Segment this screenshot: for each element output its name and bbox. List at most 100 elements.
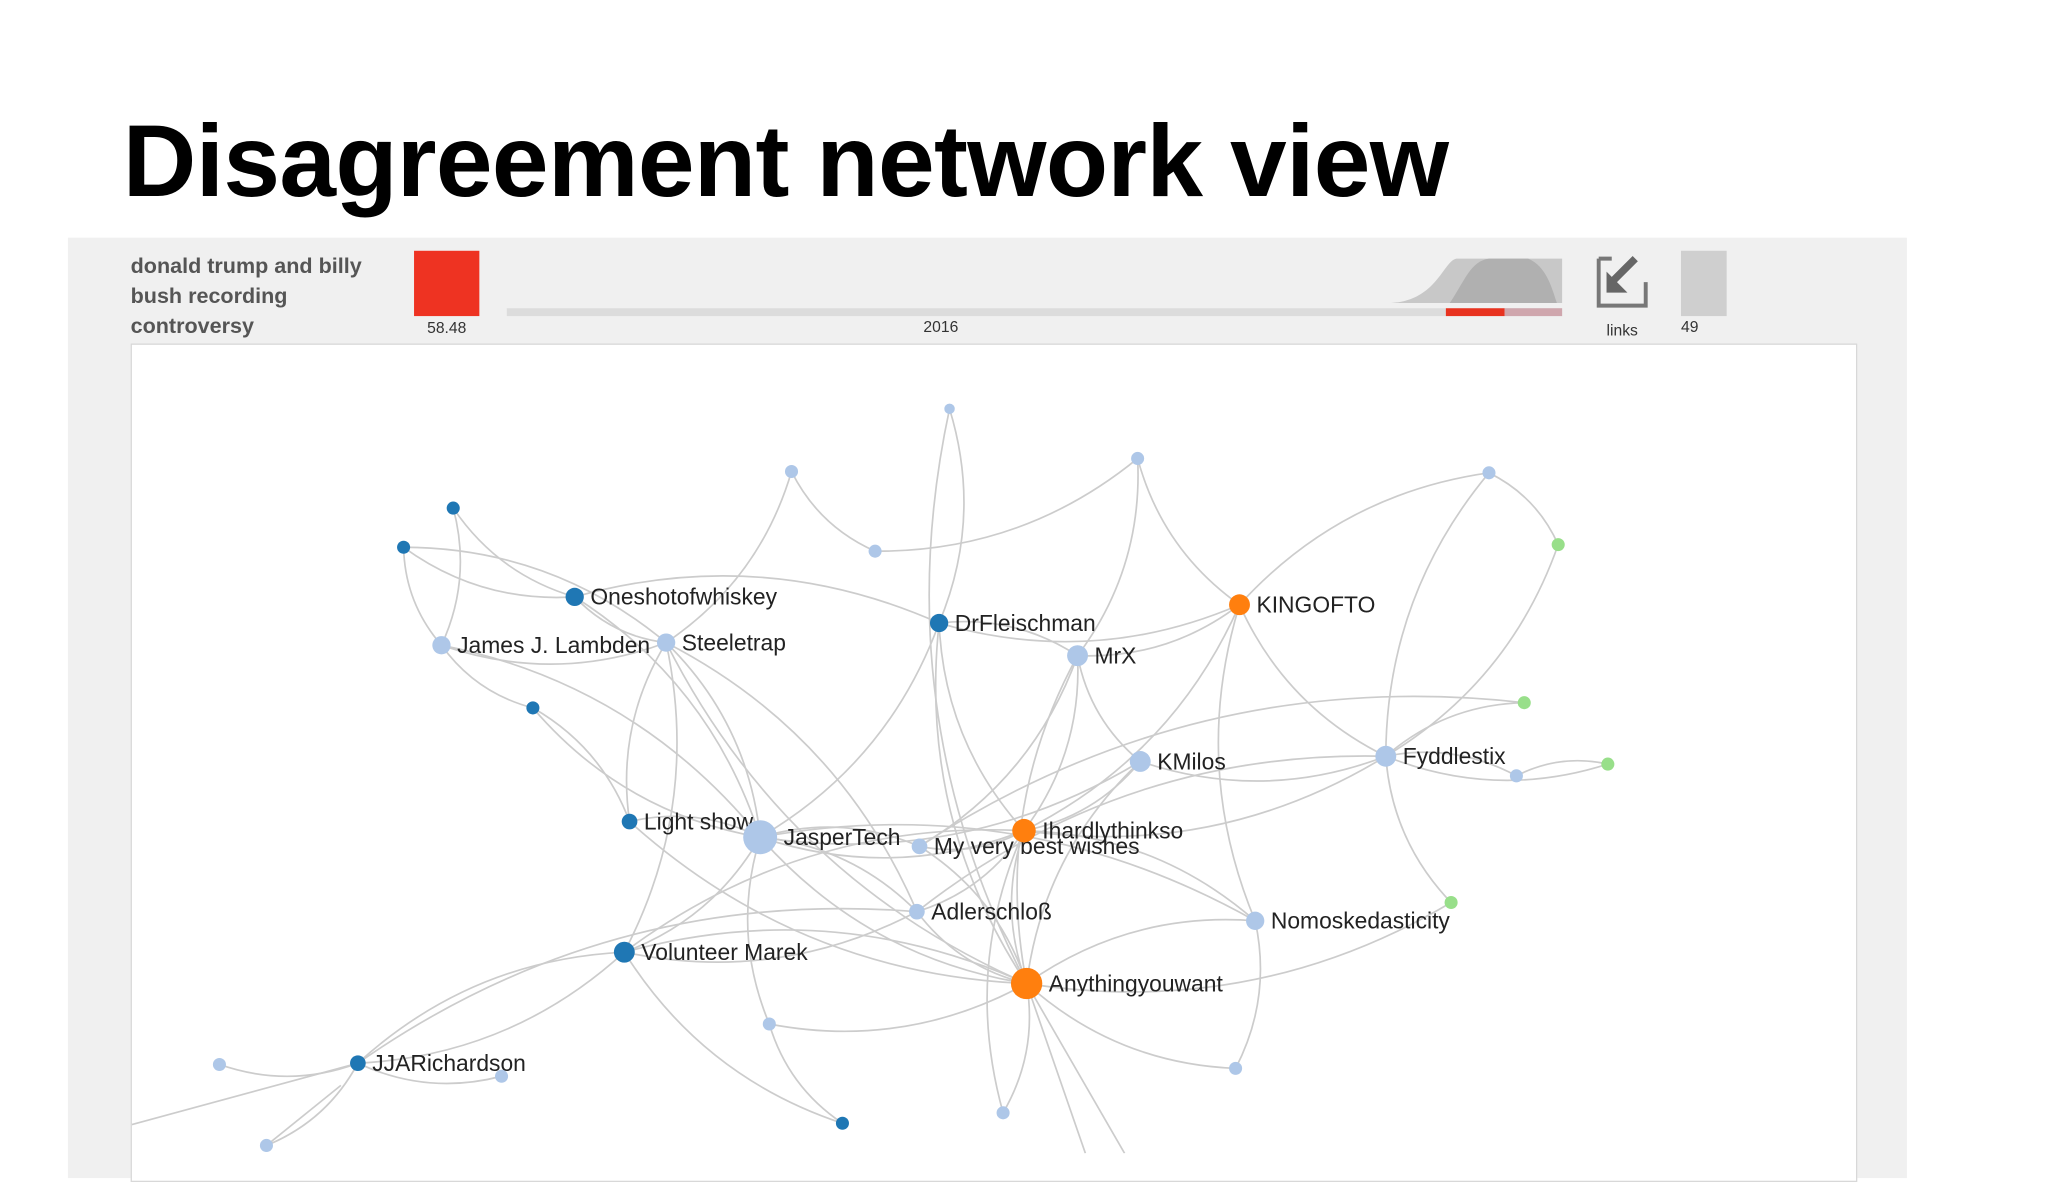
links-label: links [1606, 321, 1638, 340]
network-node[interactable] [446, 501, 460, 515]
network-edge [1384, 756, 1452, 904]
node-label: Adlerschloß [931, 899, 1052, 925]
network-edge [1023, 604, 1241, 832]
network-node[interactable] [1509, 769, 1523, 783]
network-node[interactable] [1444, 895, 1458, 910]
network-node[interactable] [495, 1069, 509, 1083]
network-node[interactable] [259, 1138, 273, 1152]
network-edge [1023, 760, 1141, 832]
network-edge [665, 642, 762, 838]
network-node[interactable] [1517, 696, 1531, 710]
network-edge [938, 622, 1025, 832]
network-edge [938, 603, 1240, 643]
network-edge [532, 707, 631, 822]
network-edge [759, 829, 1025, 859]
network-node[interactable] [397, 540, 411, 554]
network-edge [1025, 760, 1141, 984]
network-edge [441, 641, 667, 665]
network-edge [1384, 472, 1490, 757]
node-label: Oneshotofwhiskey [590, 584, 777, 610]
network-edge [357, 1062, 502, 1085]
network-edge [1385, 751, 1517, 777]
network-node[interactable] [868, 544, 882, 558]
network-edge [1010, 830, 1028, 984]
network-node[interactable] [1482, 466, 1496, 480]
network-node[interactable] [656, 633, 676, 652]
node-label: DrFleischman [955, 610, 1096, 636]
network-edge [1076, 458, 1139, 657]
network-edge [790, 471, 876, 552]
network-edge [441, 644, 761, 838]
node-label: Nomoskedasticity [1271, 908, 1451, 934]
network-node[interactable] [1375, 745, 1397, 767]
network-node[interactable] [996, 1106, 1010, 1120]
node-label: Steeletrap [682, 629, 786, 655]
network-edge [916, 830, 1025, 913]
count-label: 49 [1680, 317, 1699, 336]
network-edge [357, 907, 917, 1064]
network-edge [574, 575, 940, 624]
network-edge [1139, 755, 1387, 782]
network-node[interactable] [909, 903, 925, 920]
network-node[interactable] [1246, 911, 1265, 930]
network-edge [769, 982, 1028, 1033]
timeline-slider[interactable] [506, 308, 1563, 317]
network-node[interactable] [743, 820, 778, 855]
score-swatch[interactable] [414, 250, 480, 317]
topic-title: donald trump and billy bush recording co… [130, 254, 362, 339]
timeline-selection-tail[interactable] [1504, 308, 1563, 317]
network-edge [760, 760, 1141, 845]
network-edge [131, 1062, 359, 1126]
network-edge [1385, 701, 1525, 757]
network-node[interactable] [929, 613, 949, 633]
network-edge [1385, 544, 1560, 757]
network-node[interactable] [911, 838, 928, 855]
network-edge [1385, 755, 1609, 782]
network-edge [1026, 982, 1236, 1070]
network-node[interactable] [1601, 757, 1615, 771]
network-edge [625, 642, 667, 822]
network-node[interactable] [565, 587, 584, 607]
network-node[interactable] [1129, 751, 1151, 772]
network-edge [1016, 655, 1079, 984]
network-node[interactable] [835, 1116, 849, 1130]
network-edge [760, 836, 918, 913]
network-node[interactable] [1012, 818, 1036, 843]
network-edge [919, 829, 1025, 851]
network-node[interactable] [1131, 451, 1145, 465]
timeline-selection[interactable] [1445, 308, 1505, 317]
network-node[interactable] [1229, 594, 1250, 616]
network-node[interactable] [613, 941, 635, 963]
network-node[interactable] [350, 1055, 366, 1072]
network-edge [1217, 604, 1256, 922]
network-node[interactable] [1010, 967, 1043, 1000]
network-edge [403, 546, 667, 644]
network-edge [532, 707, 761, 839]
network-edge [266, 1062, 359, 1147]
export-arrow-icon[interactable] [1593, 253, 1650, 310]
network-edge [1136, 458, 1240, 606]
network-edge [939, 620, 1079, 657]
network-node[interactable] [526, 701, 540, 715]
network-edge [1234, 920, 1262, 1069]
network-edge [265, 1084, 342, 1147]
network-node[interactable] [1229, 1061, 1243, 1075]
network-node[interactable] [762, 1017, 776, 1031]
count-swatch[interactable] [1680, 250, 1727, 317]
network-node[interactable] [621, 813, 638, 830]
network-edge [1026, 918, 1256, 985]
network-node[interactable] [432, 636, 451, 655]
node-label: My very best wishes [934, 833, 1140, 859]
network-edge [916, 755, 1386, 913]
network-node[interactable] [784, 464, 799, 479]
network-node[interactable] [1067, 645, 1088, 667]
network-edge [624, 929, 1027, 985]
network-edge [628, 820, 1027, 985]
node-label: JasperTech [784, 824, 901, 850]
network-edge [665, 471, 793, 644]
network-node[interactable] [944, 403, 955, 415]
network-node[interactable] [212, 1057, 226, 1072]
network-node[interactable] [1551, 538, 1565, 552]
network-edge [402, 547, 443, 646]
